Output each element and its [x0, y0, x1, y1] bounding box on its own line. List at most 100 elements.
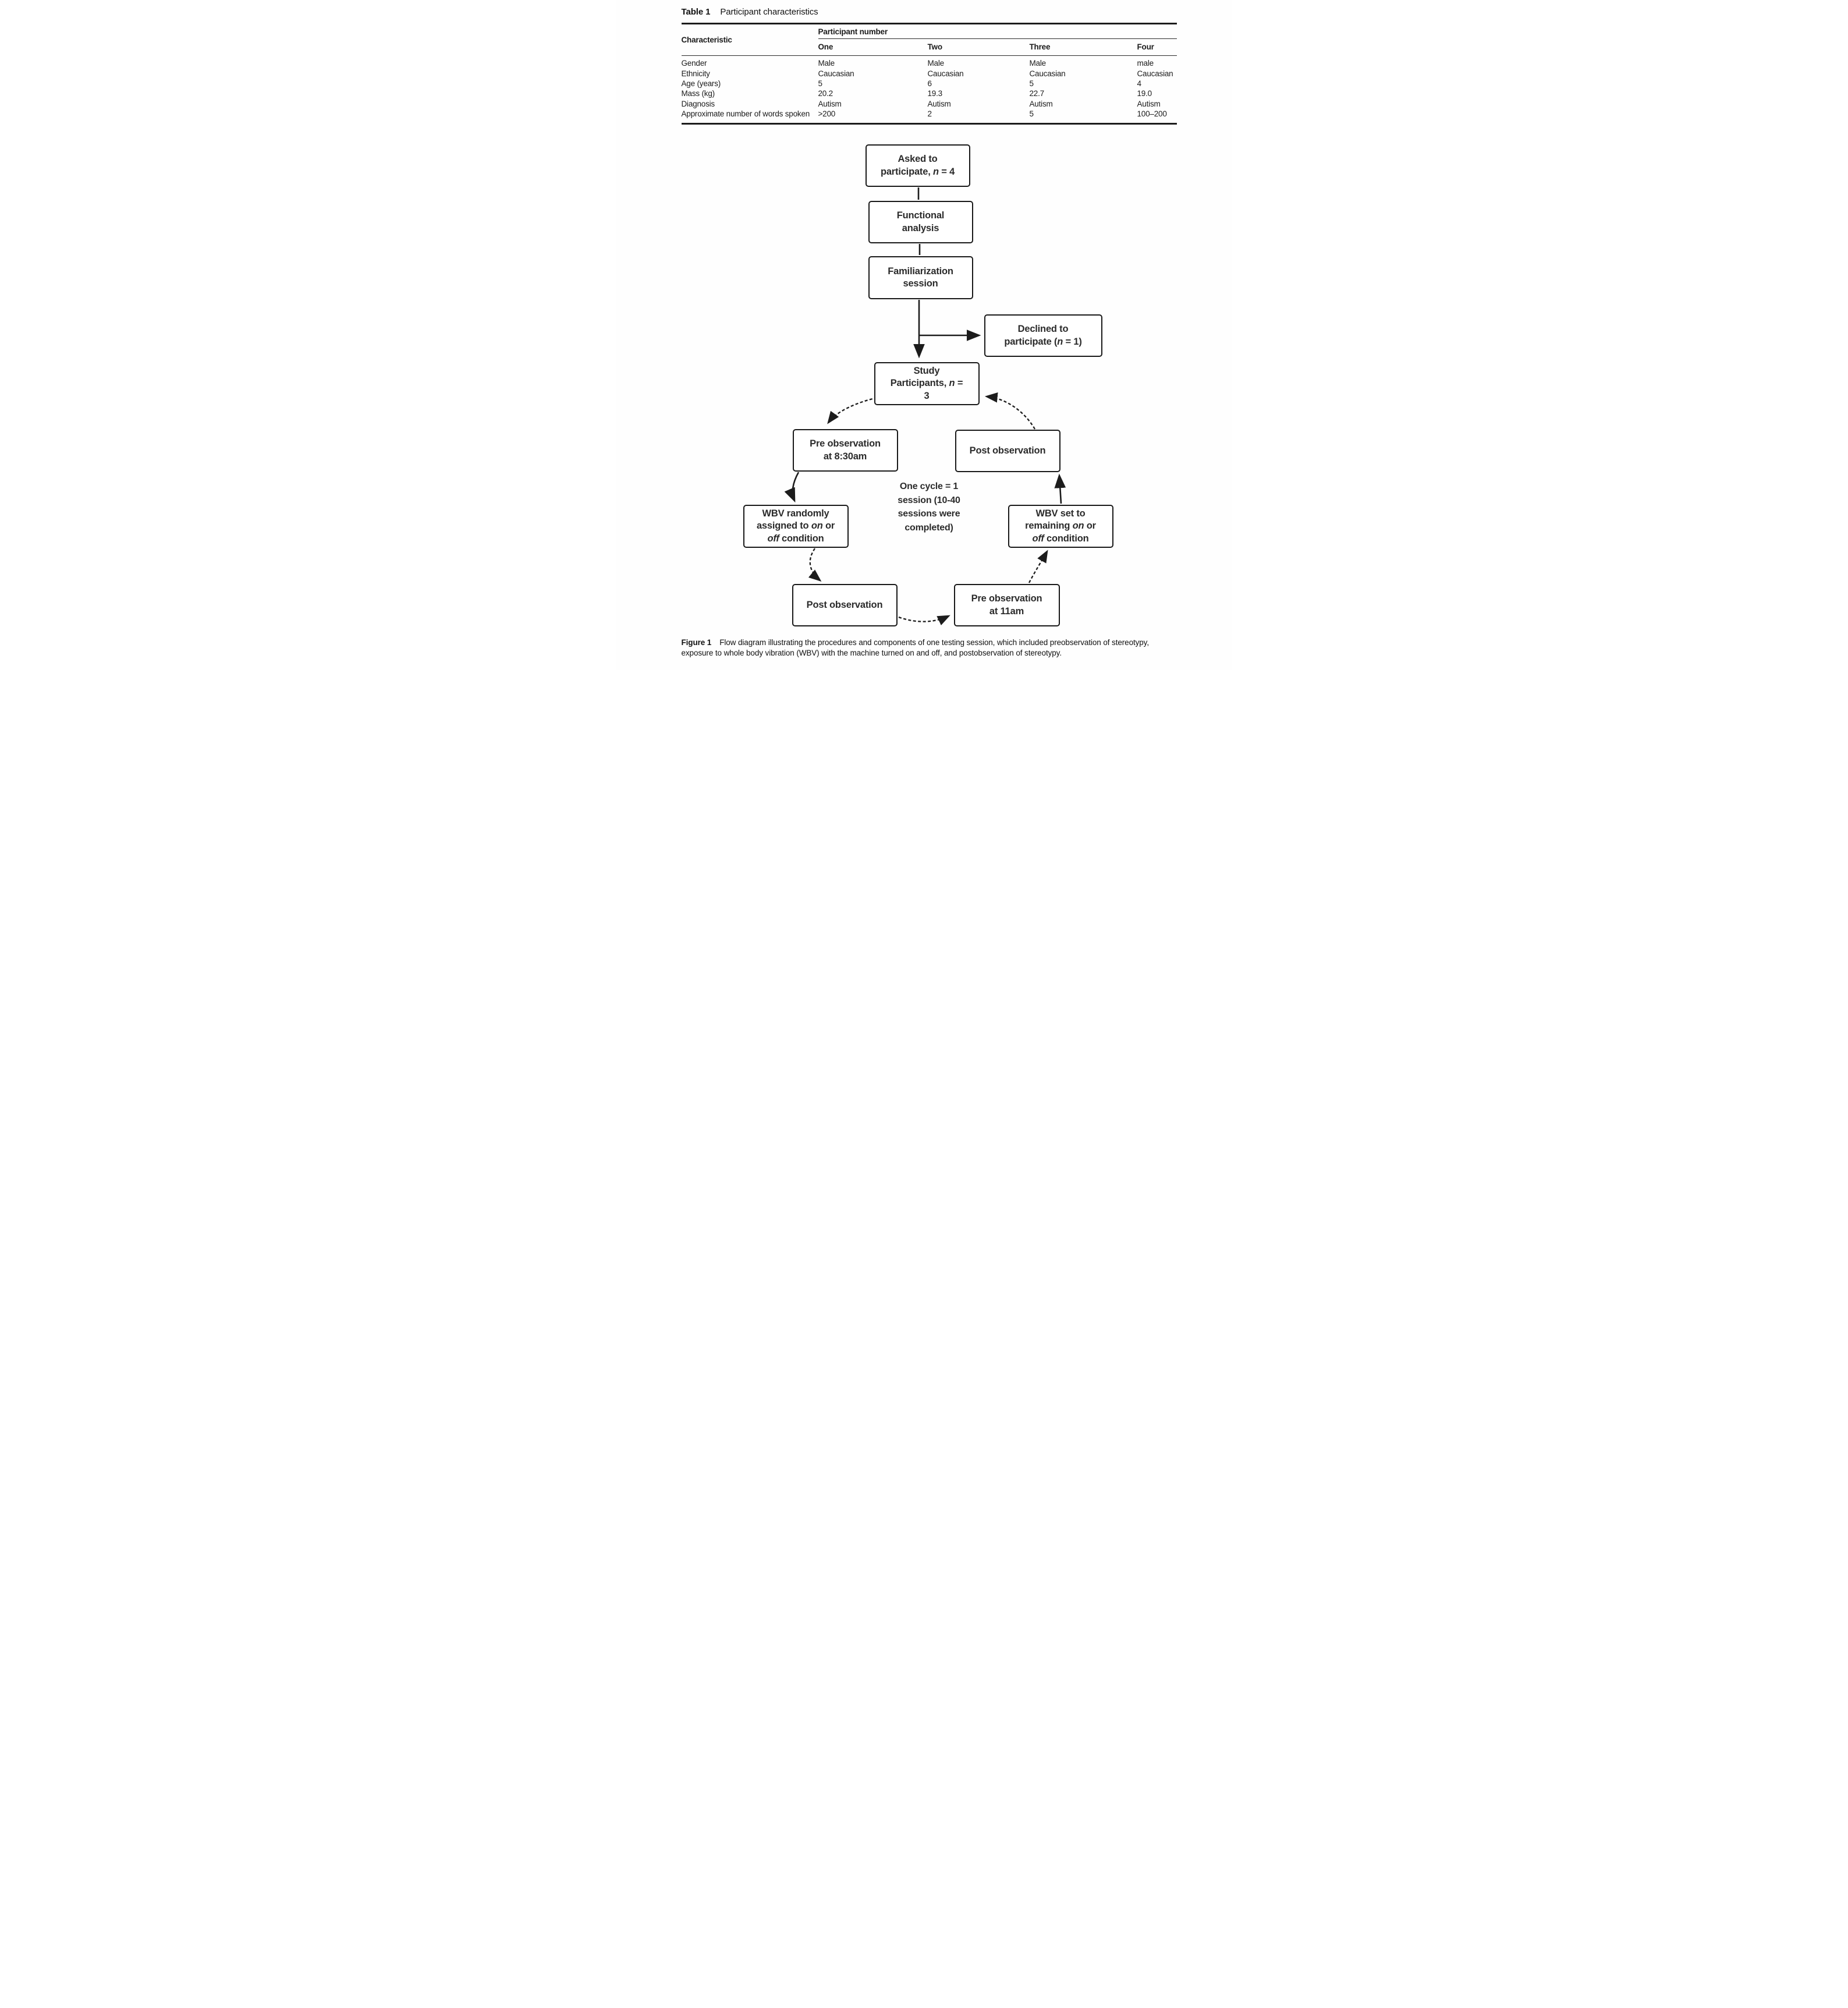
cell: Caucasian — [818, 69, 854, 78]
arrow-study-to-pre830 — [827, 396, 877, 424]
column-group-header: Participant number — [818, 24, 1177, 39]
row-label: Age (years) — [681, 79, 721, 88]
column-header-one: One — [818, 43, 833, 51]
table-subheader-row: One Two Three Four — [818, 39, 1177, 55]
on-label: on — [811, 520, 823, 532]
box-text: participate, — [880, 166, 933, 177]
annotation-line: One cycle = 1 — [899, 481, 959, 491]
box-text: Post observation — [806, 599, 883, 610]
cell: Male — [927, 59, 945, 68]
cell: 22.7 — [1029, 89, 1045, 98]
cell: 5 — [1029, 79, 1034, 88]
box-text: = 4 — [938, 166, 955, 177]
row-label: Gender — [681, 59, 707, 68]
off-label: off — [767, 533, 779, 544]
box-text: Pre observation — [810, 438, 881, 449]
column-header-four: Four — [1137, 43, 1154, 51]
column-header-two: Two — [927, 43, 943, 51]
flow-box-wbv-randomly-assigned: WBV randomly assigned to on or off condi… — [743, 505, 849, 548]
box-text: assigned to — [756, 520, 811, 532]
column-header-three: Three — [1029, 43, 1051, 51]
figure-number-label: Figure 1 — [681, 638, 712, 647]
table-row: Mass (kg) 20.2 19.3 22.7 19.0 — [682, 88, 1177, 98]
row-label: Ethnicity — [681, 69, 710, 78]
box-text: or — [1084, 520, 1096, 532]
table-grid: Characteristic Participant number One Tw… — [681, 23, 1177, 125]
cell: 19.3 — [927, 89, 943, 98]
arrow-pre830-to-wbv-random — [784, 472, 799, 503]
cell: Caucasian — [1137, 69, 1173, 78]
box-text: Familiarization — [888, 265, 953, 277]
box-text: Functional — [896, 210, 945, 221]
cell: 2 — [927, 109, 932, 119]
box-text: Study — [913, 365, 940, 376]
n-symbol: n — [932, 166, 939, 177]
table-row: Age (years) 5 6 5 4 — [682, 79, 1177, 88]
annotation-line: completed) — [905, 523, 953, 533]
cell: Autism — [927, 99, 951, 108]
table-title-text: Participant characteristics — [720, 7, 818, 17]
caption-text: Flow diagram illustrating the procedures… — [719, 638, 1149, 647]
cell: Male — [818, 59, 835, 68]
flow-box-pre-observation-11am: Pre observation at 11am — [953, 584, 1060, 626]
flow-arrows — [784, 187, 1066, 626]
box-text: WBV randomly — [762, 508, 829, 519]
box-text: at 8:30am — [823, 451, 867, 462]
cell: 20.2 — [818, 89, 833, 98]
arrow-wbv-random-to-post-bottom — [808, 548, 821, 582]
box-text: Asked to — [898, 154, 938, 165]
cell: Male — [1029, 59, 1047, 68]
cell: 4 — [1137, 79, 1142, 88]
arrow-wbv-set-to-post-observation — [1054, 473, 1066, 504]
cell: Autism — [818, 99, 842, 108]
box-text: Participants, — [890, 378, 949, 389]
off-label: off — [1032, 533, 1044, 544]
cell: >200 — [818, 109, 836, 119]
cell: Autism — [1029, 99, 1053, 108]
cycle-annotation: One cycle = 1 session (10-40 sessions we… — [884, 480, 974, 535]
table-body: Gender Male Male Male male Ethnicity Cau… — [682, 56, 1177, 123]
box-text: Post observation — [969, 445, 1046, 456]
caption-line: Figure 1 Flow diagram illustrating the pr… — [682, 638, 1186, 648]
on-label: on — [1072, 520, 1084, 532]
box-text: analysis — [902, 222, 939, 233]
arrow-post-observation-to-study — [984, 392, 1035, 430]
cell: 19.0 — [1137, 89, 1152, 98]
flow-box-post-observation-top: Post observation — [955, 430, 1060, 472]
box-text: Declined to — [1017, 324, 1069, 335]
flow-box-familiarization-session: Familiarization session — [868, 256, 973, 299]
arrow-post-bottom-to-pre11 — [898, 615, 950, 626]
box-text: remaining — [1025, 520, 1073, 532]
table-header: Characteristic Participant number One Tw… — [681, 24, 1177, 56]
box-text: or — [822, 520, 835, 532]
box-text: WBV set to — [1035, 508, 1086, 519]
arrow-pre11-to-wbv-set — [1028, 550, 1048, 583]
annotation-line: session (10-40 — [898, 495, 960, 505]
flow-box-post-observation-bottom: Post observation — [792, 584, 898, 626]
table-row: Gender Male Male Male male — [682, 58, 1177, 68]
flow-box-wbv-set-remaining: WBV set to remaining on or off condition — [1008, 505, 1113, 548]
table-row: Ethnicity Caucasian Caucasian Caucasian … — [682, 68, 1177, 78]
box-text: 3 — [924, 390, 930, 401]
flow-box-declined-to-participate: Declined to participate (n = 1) — [984, 314, 1102, 357]
cell: Caucasian — [1029, 69, 1066, 78]
flow-box-functional-analysis: Functional analysis — [868, 201, 973, 243]
flow-box-study-participants: Study Participants, n = 3 — [874, 362, 980, 405]
box-text: session — [903, 278, 938, 289]
cell: male — [1137, 59, 1154, 68]
flow-box-pre-observation-830: Pre observation at 8:30am — [792, 429, 898, 472]
box-text: = — [955, 378, 963, 389]
row-label: Diagnosis — [681, 99, 715, 108]
n-symbol: n — [1057, 336, 1063, 347]
cell: 6 — [927, 79, 932, 88]
box-text: condition — [779, 533, 824, 544]
cell: 5 — [818, 79, 823, 88]
flow-box-asked-to-participate: Asked to participate, n = 4 — [865, 144, 970, 187]
box-text: participate ( — [1004, 336, 1058, 347]
table-row: Diagnosis Autism Autism Autism Autism — [682, 99, 1177, 109]
annotation-line: sessions were — [898, 509, 960, 519]
cell: 100–200 — [1137, 109, 1167, 119]
cell: Autism — [1137, 99, 1161, 108]
